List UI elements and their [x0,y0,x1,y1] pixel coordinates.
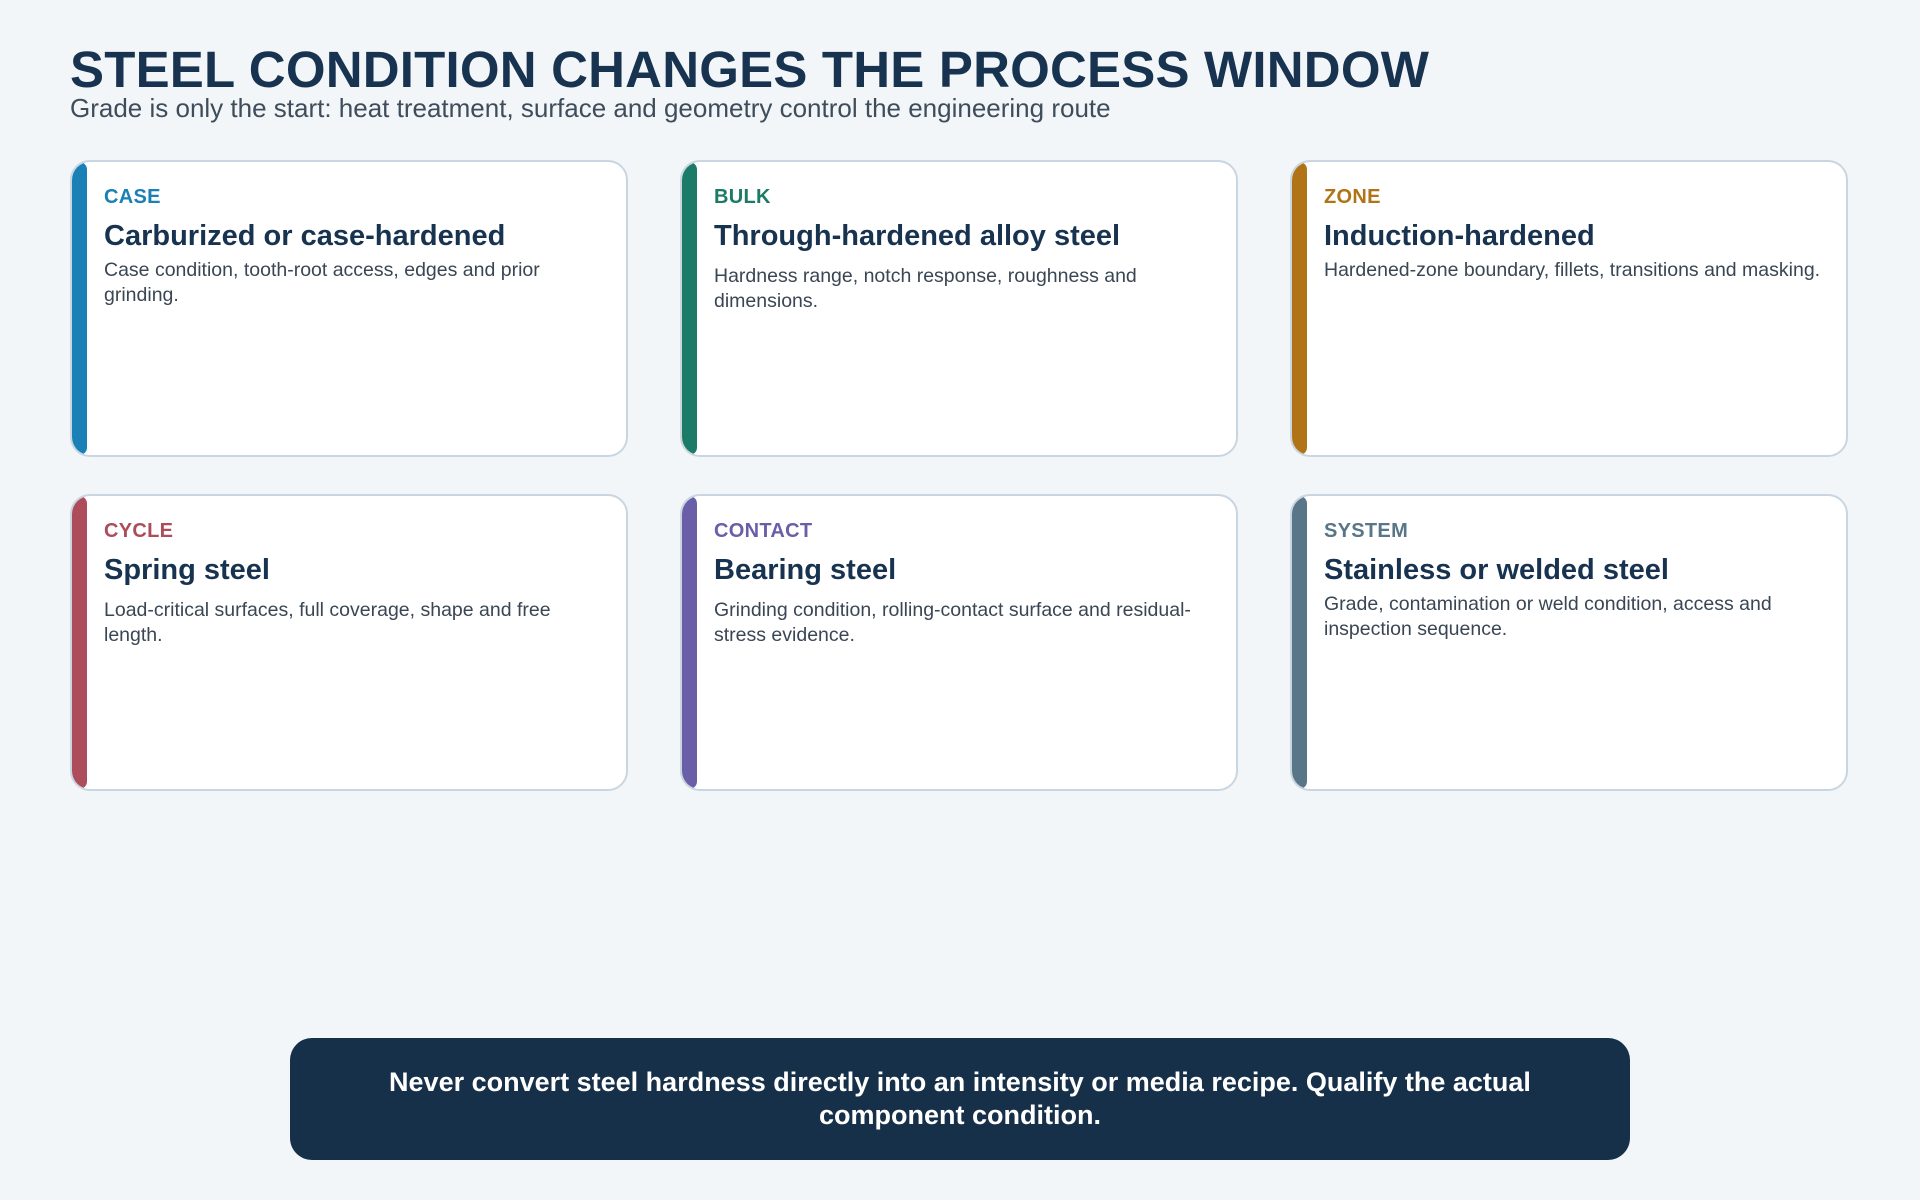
card-accent-bar [682,496,697,789]
card-description: Grinding condition, rolling-contact surf… [714,599,1191,646]
card-title: Spring steel [104,554,270,586]
card-tag: ZONE [1324,186,1381,208]
card-title: Stainless or welded steel [1324,554,1669,586]
card-description: Hardened-zone boundary, fillets, transit… [1324,259,1821,281]
callout-text: Never convert steel hardness directly in… [389,1067,1531,1130]
card-tag: CYCLE [104,520,174,542]
card-title: Induction-hardened [1324,220,1595,252]
card-cycle: CYCLE Spring steel Load-critical surface… [70,494,628,791]
card-accent-bar [72,162,87,455]
warning-callout: Never convert steel hardness directly in… [290,1038,1630,1160]
page-subtitle: Grade is only the start: heat treatment,… [70,93,1111,123]
card-accent-bar [682,162,697,455]
card-description: Case condition, tooth-root access, edges… [104,259,540,306]
card-description: Grade, contamination or weld condition, … [1324,593,1772,640]
card-system: SYSTEM Stainless or welded steel Grade, … [1290,494,1848,791]
card-accent-bar [1292,496,1307,789]
card-accent-bar [72,496,87,789]
card-title: Through-hardened alloy steel [714,220,1121,252]
page-title: STEEL CONDITION CHANGES THE PROCESS WIND… [70,41,1430,98]
card-tag: BULK [714,186,771,208]
card-bulk: BULK Through-hardened alloy steel Hardne… [680,160,1238,457]
card-description: Load-critical surfaces, full coverage, s… [104,599,551,646]
card-contact: CONTACT Bearing steel Grinding condition… [680,494,1238,791]
card-description: Hardness range, notch response, roughnes… [714,265,1137,312]
card-title: Carburized or case-hardened [104,220,506,252]
card-title: Bearing steel [714,554,897,586]
card-tag: SYSTEM [1324,520,1409,542]
card-tag: CASE [104,186,161,208]
card-case: CASE Carburized or case-hardened Case co… [70,160,628,457]
card-zone: ZONE Induction-hardened Hardened-zone bo… [1290,160,1848,457]
card-accent-bar [1292,162,1307,455]
card-tag: CONTACT [714,520,813,542]
